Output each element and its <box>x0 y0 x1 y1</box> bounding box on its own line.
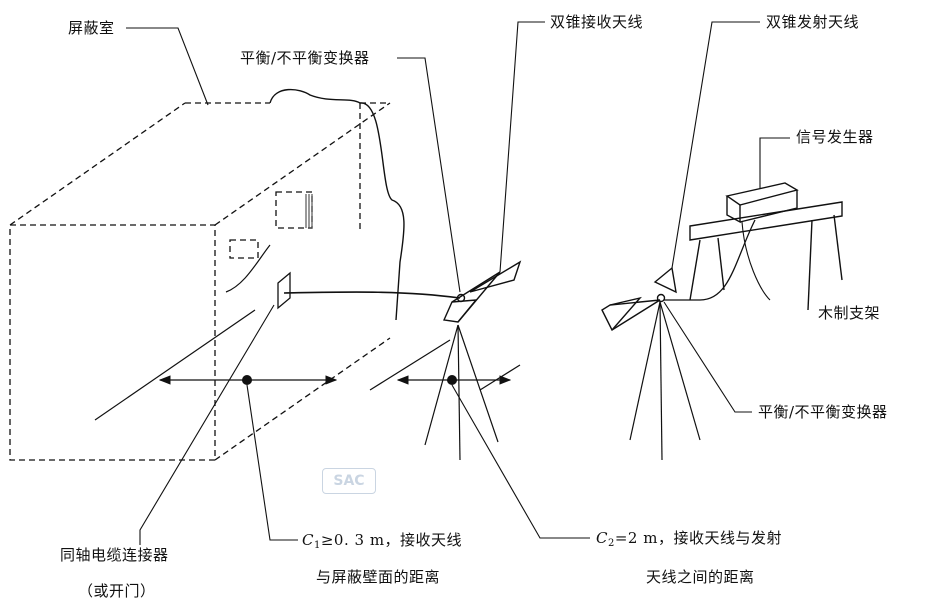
c2-midpoint <box>447 375 457 385</box>
wall-hatch <box>305 194 313 228</box>
label-c2-line2: 天线之间的距离 <box>646 568 755 586</box>
c1-symbol: C <box>302 531 314 549</box>
label-rx-antenna: 双锥接收天线 <box>550 13 644 31</box>
shield-room <box>9 102 391 461</box>
leader-lines <box>126 21 790 545</box>
c1-text: ≥0. 3 m，接收天线 <box>320 531 463 549</box>
label-c1-line2: 与屏蔽壁面的距离 <box>316 568 441 586</box>
tx-antenna <box>601 266 677 332</box>
c2-subscript: 2 <box>607 538 615 549</box>
label-wooden-stand: 木制支架 <box>818 304 881 322</box>
watermark-logo: SAC <box>322 468 376 494</box>
rx-cable <box>283 291 461 299</box>
floor-lines <box>94 309 521 421</box>
c1-midpoint <box>242 375 252 385</box>
tx-cable <box>664 219 756 301</box>
torn-wall-edge <box>269 88 405 321</box>
label-shield-room: 屏蔽室 <box>68 19 115 37</box>
tx-cable-loop <box>741 221 771 301</box>
label-coax-or-door: （或开门） <box>78 582 156 600</box>
inner-cable <box>225 244 271 293</box>
signal-generator-box <box>725 182 799 224</box>
wooden-table <box>689 201 843 311</box>
label-c2: C2=2 m，接收天线与发射 <box>596 529 782 553</box>
label-balun-top: 平衡/不平衡变换器 <box>240 49 370 67</box>
label-tx-antenna: 双锥发射天线 <box>766 13 860 31</box>
coax-connector <box>277 271 291 310</box>
rx-antenna <box>442 260 522 323</box>
label-balun-right: 平衡/不平衡变换器 <box>758 403 888 421</box>
c2-text: =2 m，接收天线与发射 <box>614 529 782 547</box>
label-coax-connector: 同轴电缆连接器 <box>60 546 169 564</box>
tx-tripod <box>629 301 701 461</box>
c1-subscript: 1 <box>313 540 321 551</box>
label-c1: C1≥0. 3 m，接收天线 <box>302 531 462 555</box>
rx-tripod <box>424 324 499 461</box>
c2-symbol: C <box>596 529 608 547</box>
label-signal-generator: 信号发生器 <box>796 128 874 146</box>
